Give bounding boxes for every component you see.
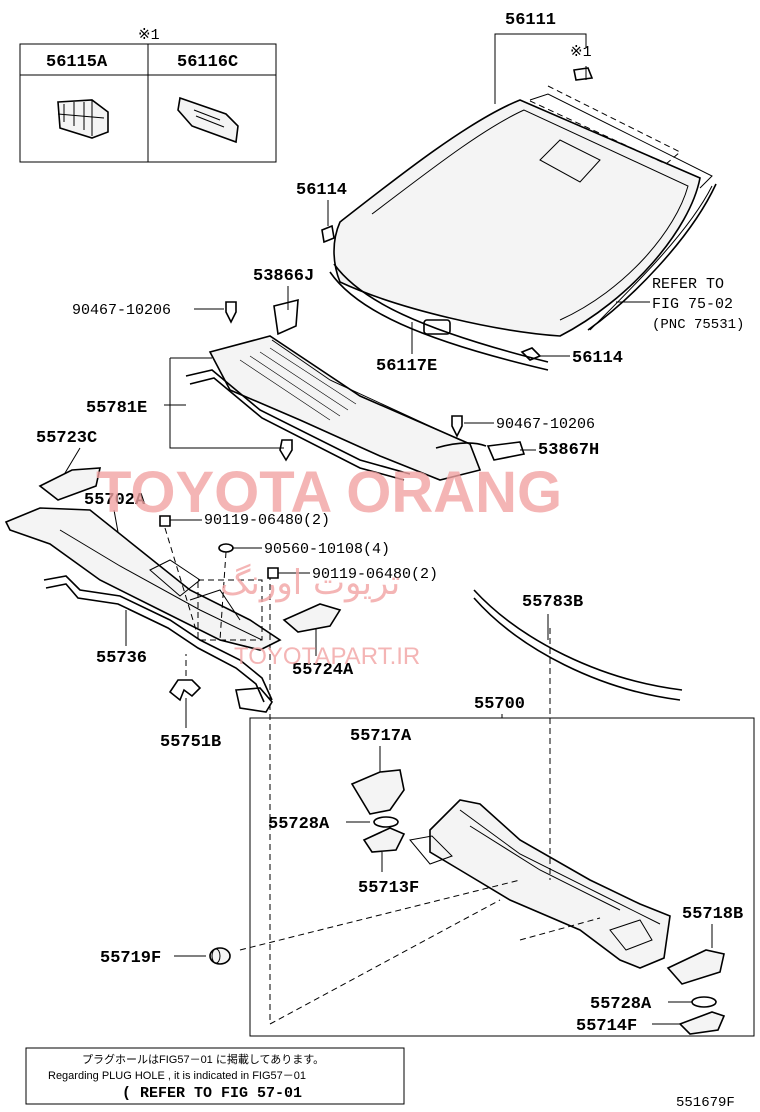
note-jp: プラグホールはFIG57－01 に掲載してあります。	[82, 1052, 324, 1066]
bracket-55718B	[666, 949, 725, 985]
inset-col-56116C: 56116C	[177, 53, 238, 72]
clip-56116C-icon	[177, 96, 239, 144]
bolt-90119-a	[159, 515, 171, 527]
label-55723C: 55723C	[36, 429, 97, 448]
inset-mark: ※1	[138, 27, 160, 44]
inset-col-56115A: 56115A	[46, 53, 108, 72]
label-55719F: 55719F	[100, 949, 161, 968]
clip-56116C-position	[573, 67, 594, 81]
cowl-louver-55781E	[185, 335, 487, 481]
pad-55728A-right	[691, 996, 717, 1008]
frame-55700	[249, 717, 755, 1037]
seal-53867H	[486, 441, 526, 461]
bracket-55723C	[38, 467, 102, 501]
hose-55751B	[168, 679, 202, 702]
label-55751B: 55751B	[160, 733, 221, 752]
nut-90560	[218, 543, 234, 553]
seal-53866J	[273, 298, 299, 336]
seal-end-piece	[235, 687, 273, 713]
label-55718B: 55718B	[682, 905, 743, 924]
label-55736: 55736	[96, 649, 147, 668]
label-90467-left: 90467-10206	[72, 302, 171, 319]
watermark-brand-fa: تریوت اورنگ	[220, 563, 400, 603]
bracket-55724A	[282, 603, 342, 633]
seal-55736	[43, 575, 273, 703]
grommet-55719F	[209, 947, 231, 965]
label-90119-b: 90119-06480(2)	[312, 566, 438, 583]
label-53867H: 53867H	[538, 441, 599, 460]
label-55728A-right: 55728A	[590, 995, 652, 1014]
refer-line3: (PNC 75531)	[652, 317, 744, 333]
clip-55781E	[279, 439, 293, 462]
label-56117E: 56117E	[376, 357, 437, 376]
plug-hole-note: プラグホールはFIG57－01 に掲載してあります。 Regarding PLU…	[25, 1047, 405, 1105]
label-55717A: 55717A	[350, 727, 412, 746]
label-56114-bottom: 56114	[572, 349, 623, 368]
refer-line1: REFER TO	[652, 276, 724, 293]
bracket-55717A	[350, 769, 405, 815]
watermark-site: TOYOTAPART.IR	[234, 643, 420, 670]
label-55700: 55700	[474, 695, 525, 714]
label-90119-a: 90119-06480(2)	[204, 512, 330, 529]
label-56114-top: 56114	[296, 181, 347, 200]
figure-id: 551679F	[676, 1095, 735, 1111]
label-55724A: 55724A	[292, 661, 354, 680]
bracket-55714F	[678, 1011, 726, 1035]
bracket-55713F	[362, 827, 406, 853]
watermark-brand: TOYOTA ORANG	[96, 460, 562, 525]
bolt-90119-b	[267, 567, 279, 579]
inset-table: ※1 56115A 56116C	[19, 27, 277, 163]
label-55714F: 55714F	[576, 1017, 637, 1036]
label-90560: 90560-10108(4)	[264, 541, 390, 558]
label-90467-right: 90467-10206	[496, 416, 595, 433]
watermark: TOYOTA ORANG تریوت اورنگ TOYOTAPART.IR	[96, 460, 562, 670]
label-53866J: 53866J	[253, 267, 314, 286]
clip-90467-left	[225, 301, 237, 324]
dash-panel-55700	[409, 799, 671, 969]
clip-90467-right	[451, 415, 463, 438]
label-55781E: 55781E	[86, 399, 147, 418]
pad-55728A-left	[373, 816, 399, 828]
label-55702A: 55702A	[84, 491, 146, 510]
clip-56115A-icon	[57, 99, 109, 139]
label-55728A-left: 55728A	[268, 815, 330, 834]
windshield-glass	[321, 93, 717, 371]
label-55713F: 55713F	[358, 879, 419, 898]
callout-mark: ※1	[570, 44, 592, 61]
note-en: Regarding PLUG HOLE , it is indicated in…	[48, 1070, 306, 1082]
refer-line2: FIG 75-02	[652, 296, 733, 313]
label-55783B: 55783B	[522, 593, 583, 612]
seal-55783B	[473, 589, 683, 701]
note-refer: ( REFER TO FIG 57-01	[122, 1085, 302, 1102]
label-56111: 56111	[505, 11, 556, 30]
